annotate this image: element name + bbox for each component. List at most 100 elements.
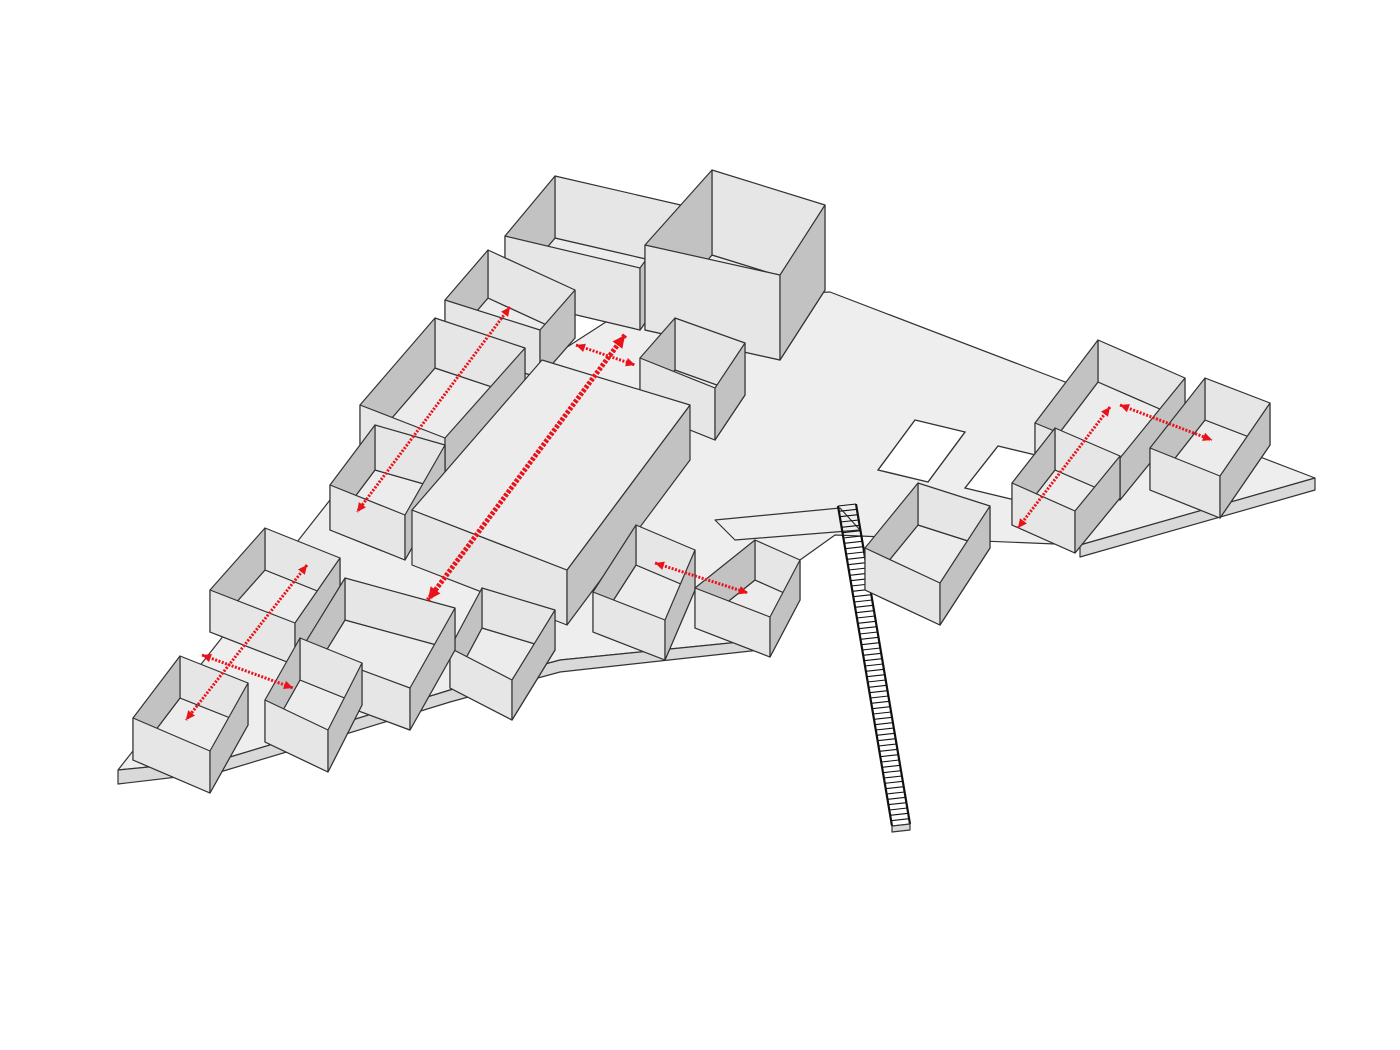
stair-tread [873,716,893,720]
room-corner-b [264,637,363,773]
arrow-right-diagonal [1016,406,1112,529]
arrow-shaft [654,561,749,595]
stair-tread [844,540,863,544]
stair-tread [874,722,893,726]
arrow-right-cross [1119,403,1213,442]
arrow-upper-left-diagonal [355,306,512,513]
arrow-head [298,565,307,575]
room-lower-mid-b [694,539,801,658]
stair-tread [877,738,896,742]
stair-tread [876,732,895,736]
stair-tread [888,802,907,806]
room-wall-side [409,607,456,731]
room-wall-side [939,505,991,626]
stair-tread [855,604,874,608]
stair-tread [881,759,900,763]
arrow-head [202,653,212,663]
arrow-head [738,586,748,595]
arrow-lower-left-diagonal [184,564,309,721]
stair-tread [882,770,902,774]
stair-tread [837,503,857,507]
stair-tread [865,668,884,672]
stair-tread [861,642,880,646]
stair-tread [891,818,910,822]
arrow-shaft [201,653,294,690]
stair-tread [864,663,884,667]
arrow-head [612,335,625,349]
arrow-upper-cross [575,343,636,367]
stair-tread [841,524,860,528]
stair-tread [878,743,897,747]
stair-tread [887,796,906,800]
stair-tread [872,706,891,710]
arrow-shaft [425,333,628,602]
room-wall-side [511,609,556,721]
stair-tread [846,556,866,560]
room-wall-side [327,662,363,773]
stair-tread [866,674,885,678]
stair-tread [883,775,902,779]
stair-tread [839,514,858,518]
arrow-head [186,710,195,720]
room-right-b [1149,377,1271,519]
room-roof [411,359,691,571]
stair-tread [845,546,864,550]
stair-tread [860,636,879,640]
stair-tread [873,711,892,715]
stair-tread [857,620,876,624]
room-center-right [864,482,991,626]
room-wall-side [209,682,249,794]
arrow-shaft [1119,403,1213,442]
arrow-lower-mid [654,561,749,595]
stair-tread [862,647,881,651]
stair-tread [853,594,872,598]
arrow-head [655,561,665,570]
arrow-head [576,343,586,353]
arrow-head [625,357,635,367]
stair-tread [859,631,878,635]
stair-tread [842,530,861,534]
arrow-head [428,586,441,600]
stair-tread [880,754,899,758]
room-wall-side [539,289,576,379]
room-lower-center [449,587,556,721]
room-corner-a [132,655,249,794]
stair-tread [855,610,875,614]
stair-tread [871,700,890,704]
arrow-head [1101,407,1110,417]
stair-tread [869,690,888,694]
arrow-head [283,680,293,690]
stair-tread [885,786,904,790]
stair-tread [867,679,886,683]
stair-tread [863,652,882,656]
stair-tread [854,599,873,603]
stair-tread [884,780,903,784]
stair-tread [858,626,877,630]
arrow-shaft [1016,406,1112,529]
arrow-shaft [184,564,309,721]
arrow-head [1120,404,1130,413]
stair-tread [848,567,867,571]
room-volumes [132,169,1271,794]
arrow-head [1202,432,1212,441]
stair-tread [889,807,908,811]
room-wall-side [1219,402,1271,519]
room-wall-side [664,549,696,661]
room-wall-side [1074,455,1121,554]
arrow-head [357,502,366,512]
stair-tread [870,695,889,699]
slab-right-edge [1079,477,1316,558]
stair-tread [868,684,887,688]
stair-tread [879,748,898,752]
room-lower-left-a [209,527,341,666]
stair-tread [856,615,875,619]
room-wall-side [769,559,801,658]
stair-tread [843,535,862,539]
stair-landing [891,823,911,833]
room-right-c [1011,427,1121,554]
arrow-head [1018,518,1027,528]
room-lower-mid-a [592,524,696,661]
stair-tread [846,551,865,555]
